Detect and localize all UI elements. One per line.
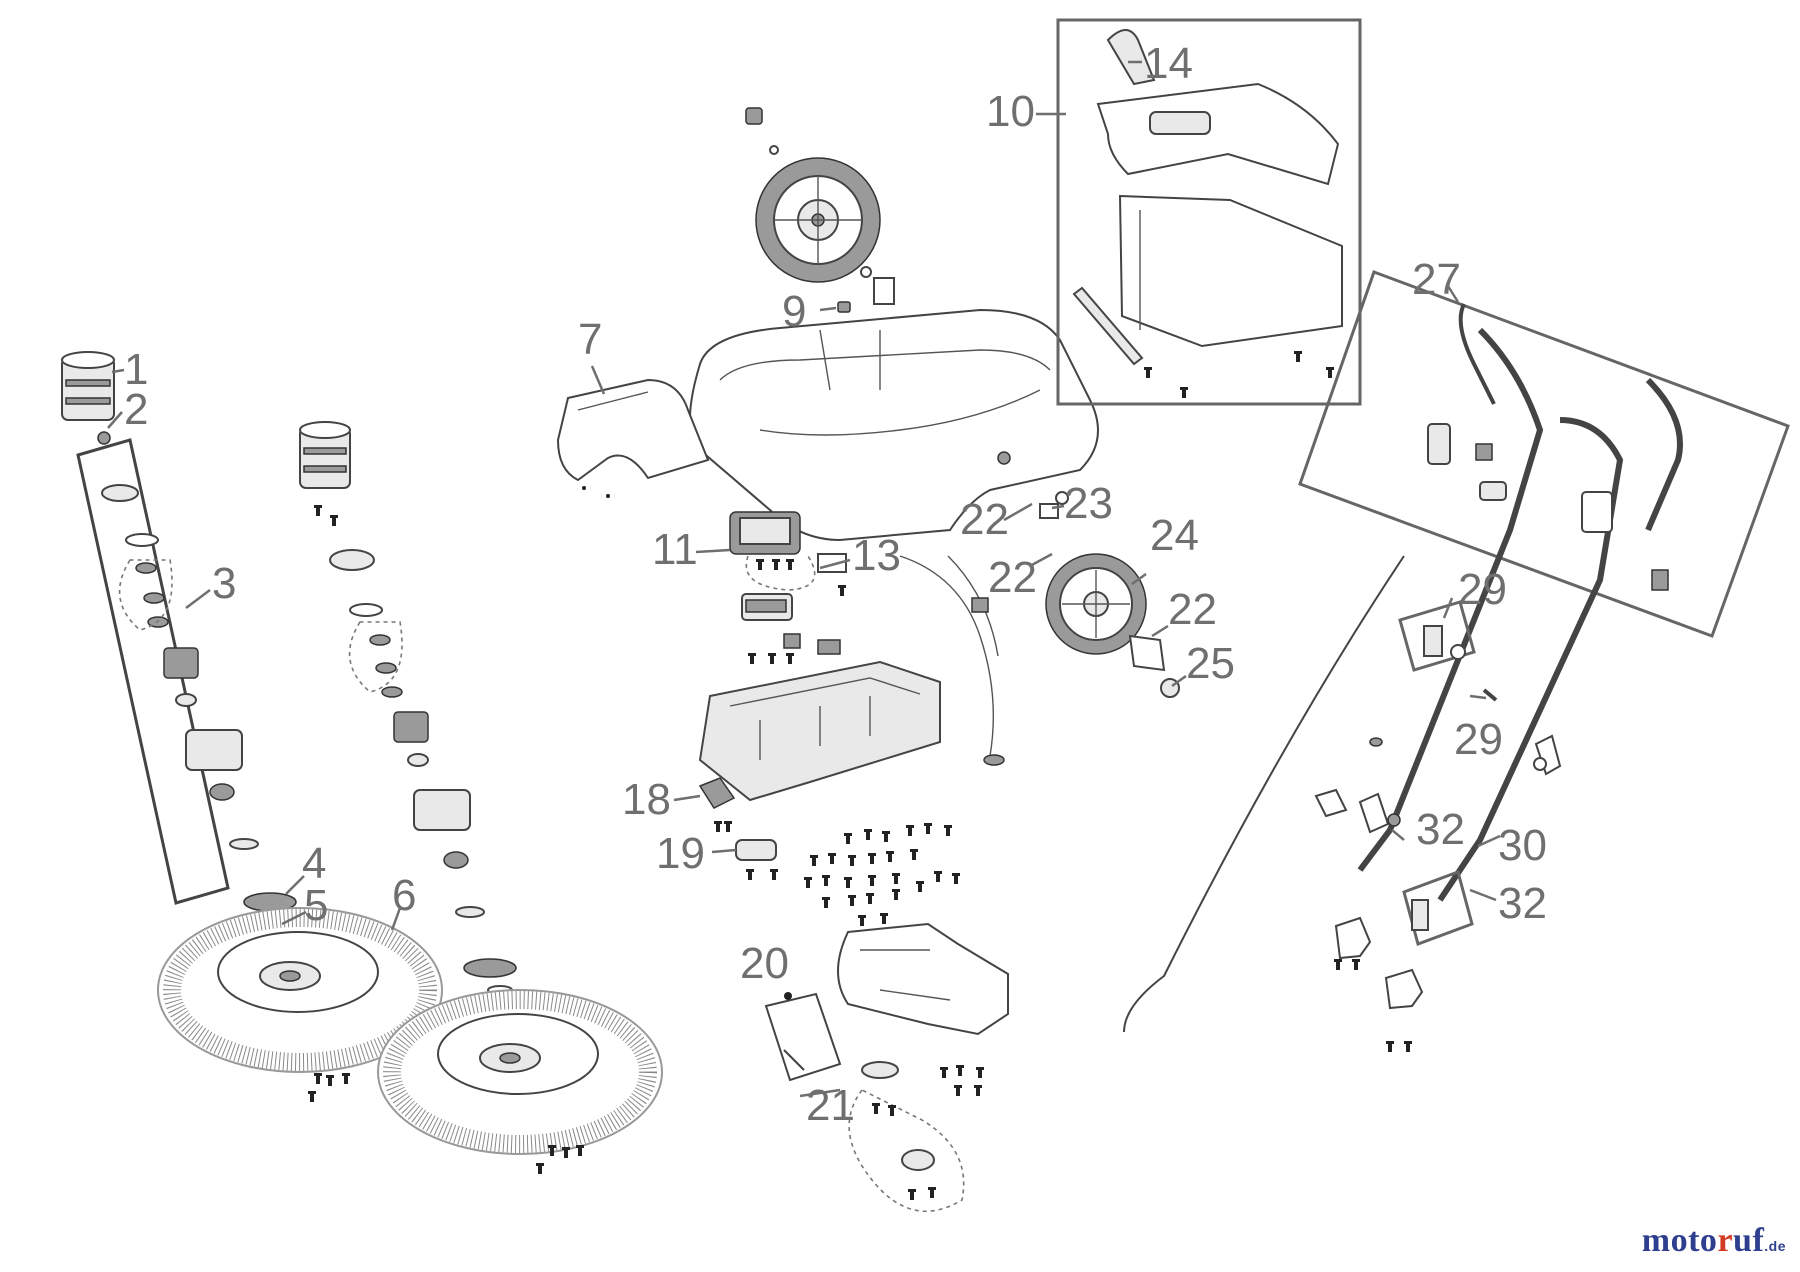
wheel-top [745,107,895,305]
clamp-part-29 [1398,600,1498,702]
side-brush-assembly-left [61,351,443,1102]
leader-lines [107,60,1501,1098]
assembly-box-part-10 [1056,18,1362,406]
gearbox-frame-part-3 [76,438,230,905]
label-24: 24 [1150,511,1199,560]
wire-harness [899,555,995,757]
caster-part-21 [848,1061,984,1213]
label-29-bottom: 29 [1454,715,1503,764]
label-22-bottom: 22 [1168,585,1217,634]
watermark-part-3: uf [1733,1222,1765,1259]
label-29-top: 29 [1458,565,1507,614]
label-1: 1 [124,345,148,394]
cover-part-7 [556,378,710,498]
side-brush-assembly-right [299,421,663,1174]
side-brush-part-6-left [157,907,443,1073]
label-11: 11 [652,525,698,574]
watermark-tld: .de [1764,1238,1786,1254]
label-9: 9 [782,287,806,336]
nut-part-2 [97,431,111,445]
gear-stack [101,484,259,850]
label-2: 2 [124,385,148,434]
mower-body-shell [689,308,1099,542]
label-5: 5 [304,881,328,930]
top-cover-upper [1096,82,1340,186]
label-32-bottom: 32 [1498,879,1547,928]
label-22-mid: 22 [988,553,1037,602]
label-18: 18 [622,775,671,824]
side-brush-part-6-right [377,989,663,1155]
handle-kit-parts [1427,423,1669,591]
motor-second [299,421,351,489]
cable [1123,555,1405,1033]
label-7: 7 [578,315,602,364]
screw-set-center [804,823,960,926]
top-cover-lower [1072,194,1343,366]
label-22-top: 22 [960,495,1009,544]
label-20: 20 [740,939,789,988]
board-part-11 [729,511,816,621]
motor-part-1 [61,351,115,421]
knob-part-32 [1314,788,1474,1010]
handle-part-14 [1106,29,1156,86]
screw-part-9 [837,301,851,313]
part-18 [698,777,736,809]
bracket-part-20 [764,992,842,1082]
label-25: 25 [1186,639,1235,688]
brand-watermark: motoruf.de [1642,1222,1786,1260]
wheel-part-24 [1039,491,1180,698]
label-10: 10 [986,87,1035,136]
part-labels: 1 2 3 4 5 6 7 9 10 14 11 13 22 23 22 24 … [124,39,1547,1130]
watermark-part-1: moto [1641,1222,1718,1259]
label-32-top: 32 [1416,805,1465,854]
label-14: 14 [1144,39,1193,88]
label-3: 3 [212,559,236,608]
label-27: 27 [1412,255,1461,304]
label-4: 4 [302,839,326,888]
part-19 [735,839,778,880]
label-23: 23 [1064,479,1113,528]
chassis-base [698,660,941,802]
label-19: 19 [656,829,705,878]
watermark-part-2: r [1717,1222,1734,1259]
label-13: 13 [852,531,901,580]
handle-kit-box-part-27 [1298,270,1790,638]
front-bumper [837,922,1009,1036]
label-6: 6 [392,871,416,920]
label-21: 21 [806,1081,855,1130]
label-30: 30 [1498,821,1547,870]
handle-bars [1357,303,1683,902]
plate-part-23 [1039,503,1059,519]
